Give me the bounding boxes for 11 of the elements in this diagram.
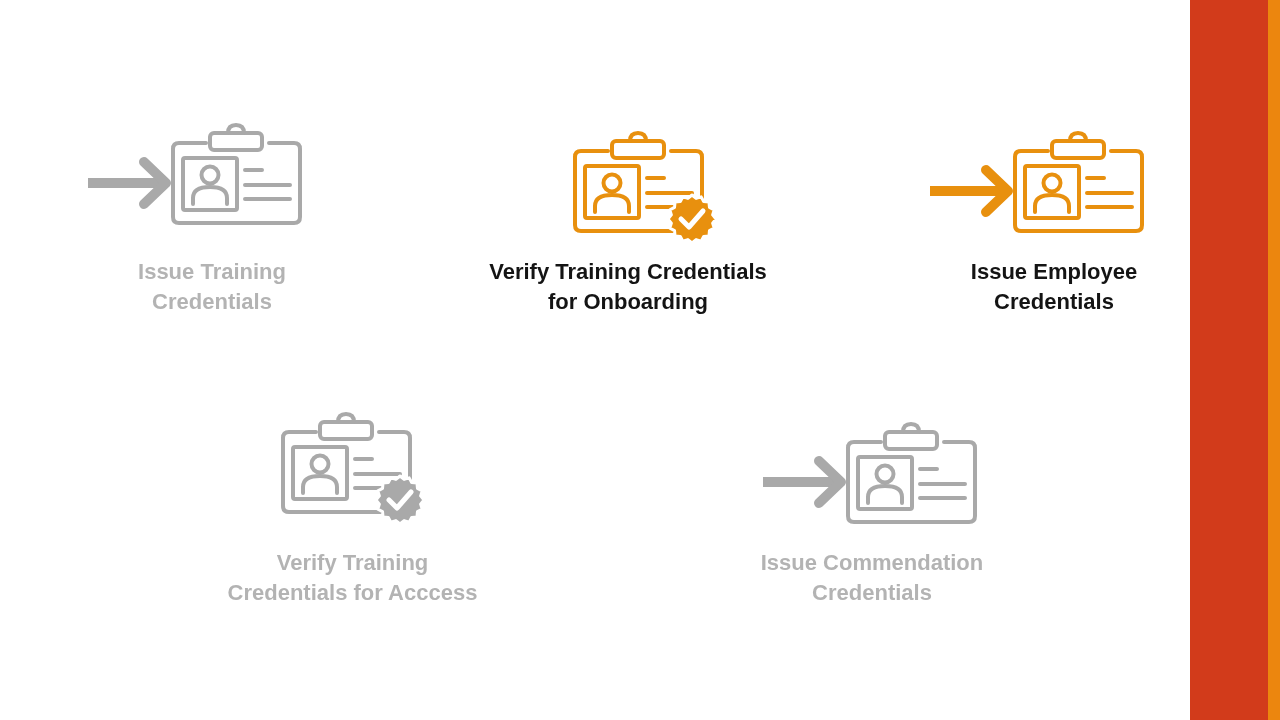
id-card-icon xyxy=(171,123,302,225)
step-caption: Issue Training Credentials xyxy=(137,258,287,316)
arrow xyxy=(763,456,846,508)
arrow xyxy=(930,165,1013,217)
id-card-icon xyxy=(846,422,977,524)
step-caption: Issue Employee Credentials xyxy=(969,258,1139,316)
step-caption: Verify Training Credentials for Acccess xyxy=(226,549,479,607)
step-caption: Verify Training Credentials for Onboarding xyxy=(488,258,768,316)
id-card-icon xyxy=(1013,131,1144,233)
arrow xyxy=(88,157,171,209)
step-caption: Issue Commendation Credentials xyxy=(759,549,985,607)
